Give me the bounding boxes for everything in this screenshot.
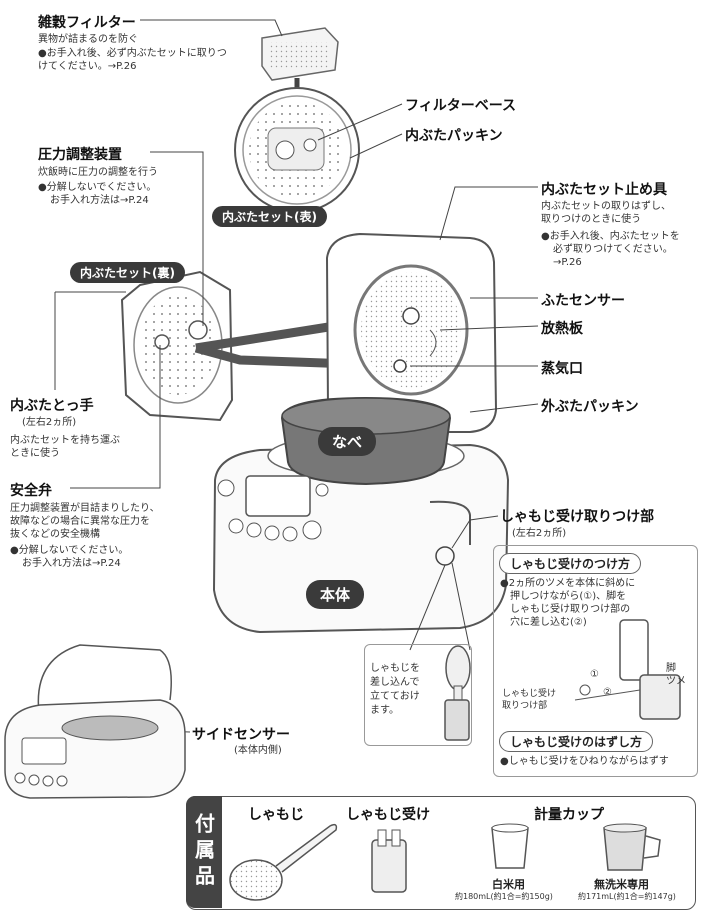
tomegu-desc2: 取りつけのときに使う: [541, 214, 642, 225]
steam-vent-label: 蒸気口: [541, 361, 583, 377]
uchibuta-packing-label: 内ぶたパッキン: [405, 128, 503, 144]
accessories-tab: 付属品: [186, 796, 222, 908]
safety-valve-desc2: 故障などの場合に異常な圧力を: [10, 516, 150, 527]
accessory-hakumai-label: 白米用: [492, 878, 525, 891]
tomegu-bullet2: 必ず取りつけてください。: [553, 244, 673, 255]
pressure-device-bullet2: お手入れ方法は→P.24: [50, 195, 149, 206]
tomegu-desc1: 内ぶたセットの取りはずし、: [541, 201, 671, 212]
shamoji-stand-illustration: [444, 645, 471, 741]
safety-valve-title: 安全弁: [10, 483, 52, 499]
accessory-shamoji-uke-label: しゃもじ受け: [346, 807, 430, 823]
attach-line2: 押しつけながら(①)、脚を: [510, 591, 627, 602]
shamoji-mount-title: しゃもじ受け取りつけ部: [500, 509, 655, 525]
zakkoku-filter-desc: 異物が詰まるのを防ぐ: [38, 34, 138, 45]
safety-valve-bullet1: ●分解しないでください。: [10, 545, 129, 556]
accessory-cup-label: 計量カップ: [534, 807, 604, 823]
accessory-cup-musenmai-illustration: [603, 823, 661, 871]
uchibuta-set-front-pill: 内ぶたセット(表): [212, 206, 327, 227]
attach-leg: 脚: [666, 663, 676, 674]
uchibuta-handle-desc1: 内ぶたセットを持ち運ぶ: [10, 435, 120, 446]
stand-note-panel: [364, 644, 472, 746]
attach-mount2: 取りつけ部: [502, 701, 548, 711]
attach-diagram: [574, 619, 681, 720]
pressure-device-bullet1: ●分解しないでください。: [38, 182, 157, 193]
attach-line1: ●2ヵ所のツメを本体に斜めに: [500, 578, 636, 589]
uchibuta-set-front-illustration: [234, 87, 360, 213]
accessory-hakumai-detail: 約180mL(約1合=約150g): [455, 892, 553, 901]
zakkoku-filter-illustration: [261, 27, 339, 81]
tomegu-bullet1: ●お手入れ後、内ぶたセットを: [541, 231, 680, 242]
safety-valve-bullet2: お手入れ方法は→P.24: [22, 558, 121, 569]
attach-step2: ②: [603, 687, 612, 698]
uchibuta-handle-desc2: ときに使う: [10, 448, 60, 459]
side-sensor-label: サイドセンサー: [192, 727, 290, 743]
attach-step1: ①: [590, 669, 599, 680]
pressure-device-desc: 炊飯時に圧力の調整を行う: [38, 167, 158, 178]
filter-base-label: フィルターベース: [405, 98, 517, 114]
stand-note-l2: 差し込んで: [370, 677, 420, 688]
futa-sensor-label: ふたセンサー: [541, 293, 625, 309]
remove-line: ●しゃもじ受けをひねりながらはずす: [500, 756, 669, 767]
stand-note-l1: しゃもじを: [370, 663, 420, 674]
nabe-pill: なべ: [318, 427, 377, 456]
attach-panel: [493, 545, 698, 777]
shamoji-mount-sub: (左右2ヵ所): [512, 528, 567, 539]
zakkoku-filter-title: 雑穀フィルター: [38, 15, 136, 31]
tomegu-title: 内ぶたセット止め具: [541, 182, 667, 198]
attach-tsume: ツメ: [666, 676, 686, 687]
safety-valve-desc3: 抜くなどの安全機構: [10, 529, 100, 540]
tomegu-bullet3: →P.26: [553, 257, 582, 268]
uchibuta-handle-sub: (左右2ヵ所): [22, 417, 77, 428]
heat-plate-label: 放熱板: [541, 321, 583, 337]
accessory-shamoji-label: しゃもじ: [248, 807, 304, 823]
zakkoku-filter-note: ●お手入れ後、必ず内ぶたセットに取りつけてください。→P.26: [38, 48, 227, 72]
stand-note-l3: 立てておけ: [370, 691, 420, 702]
accessory-musenmai-label: 無洗米専用: [594, 878, 649, 891]
attach-mount1: しゃもじ受け: [502, 689, 557, 699]
side-sensor-sub: (本体内側): [234, 745, 282, 756]
attach-title: しゃもじ受けのつけ方: [499, 553, 642, 574]
remove-title: しゃもじ受けのはずし方: [499, 731, 654, 752]
attach-line4: 穴に差し込む(②): [510, 617, 587, 628]
attach-line3: しゃもじ受け取りつけ部の: [510, 604, 631, 615]
accessory-cup-white-illustration: [491, 823, 529, 869]
accessory-musenmai-detail: 約171mL(約1合=約147g): [578, 892, 676, 901]
accessory-shamoji-illustration: [229, 823, 338, 901]
uchibuta-handle-title: 内ぶたとっ手: [10, 398, 94, 414]
sotobuta-packing-label: 外ぶたパッキン: [541, 399, 639, 415]
pressure-device-title: 圧力調整装置: [38, 147, 122, 163]
hontai-pill: 本体: [306, 580, 365, 609]
uchibuta-set-back-pill: 内ぶたセット(裏): [70, 262, 185, 283]
leader-lines: [54, 19, 539, 733]
uchibuta-set-back-illustration: [120, 270, 234, 422]
accessory-shamoji-uke-illustration: [371, 829, 407, 893]
safety-valve-desc1: 圧力調整装置が目詰まりしたり、: [10, 503, 160, 514]
stand-note-l4: ます。: [370, 705, 399, 716]
side-sensor-illustration: [4, 644, 186, 799]
